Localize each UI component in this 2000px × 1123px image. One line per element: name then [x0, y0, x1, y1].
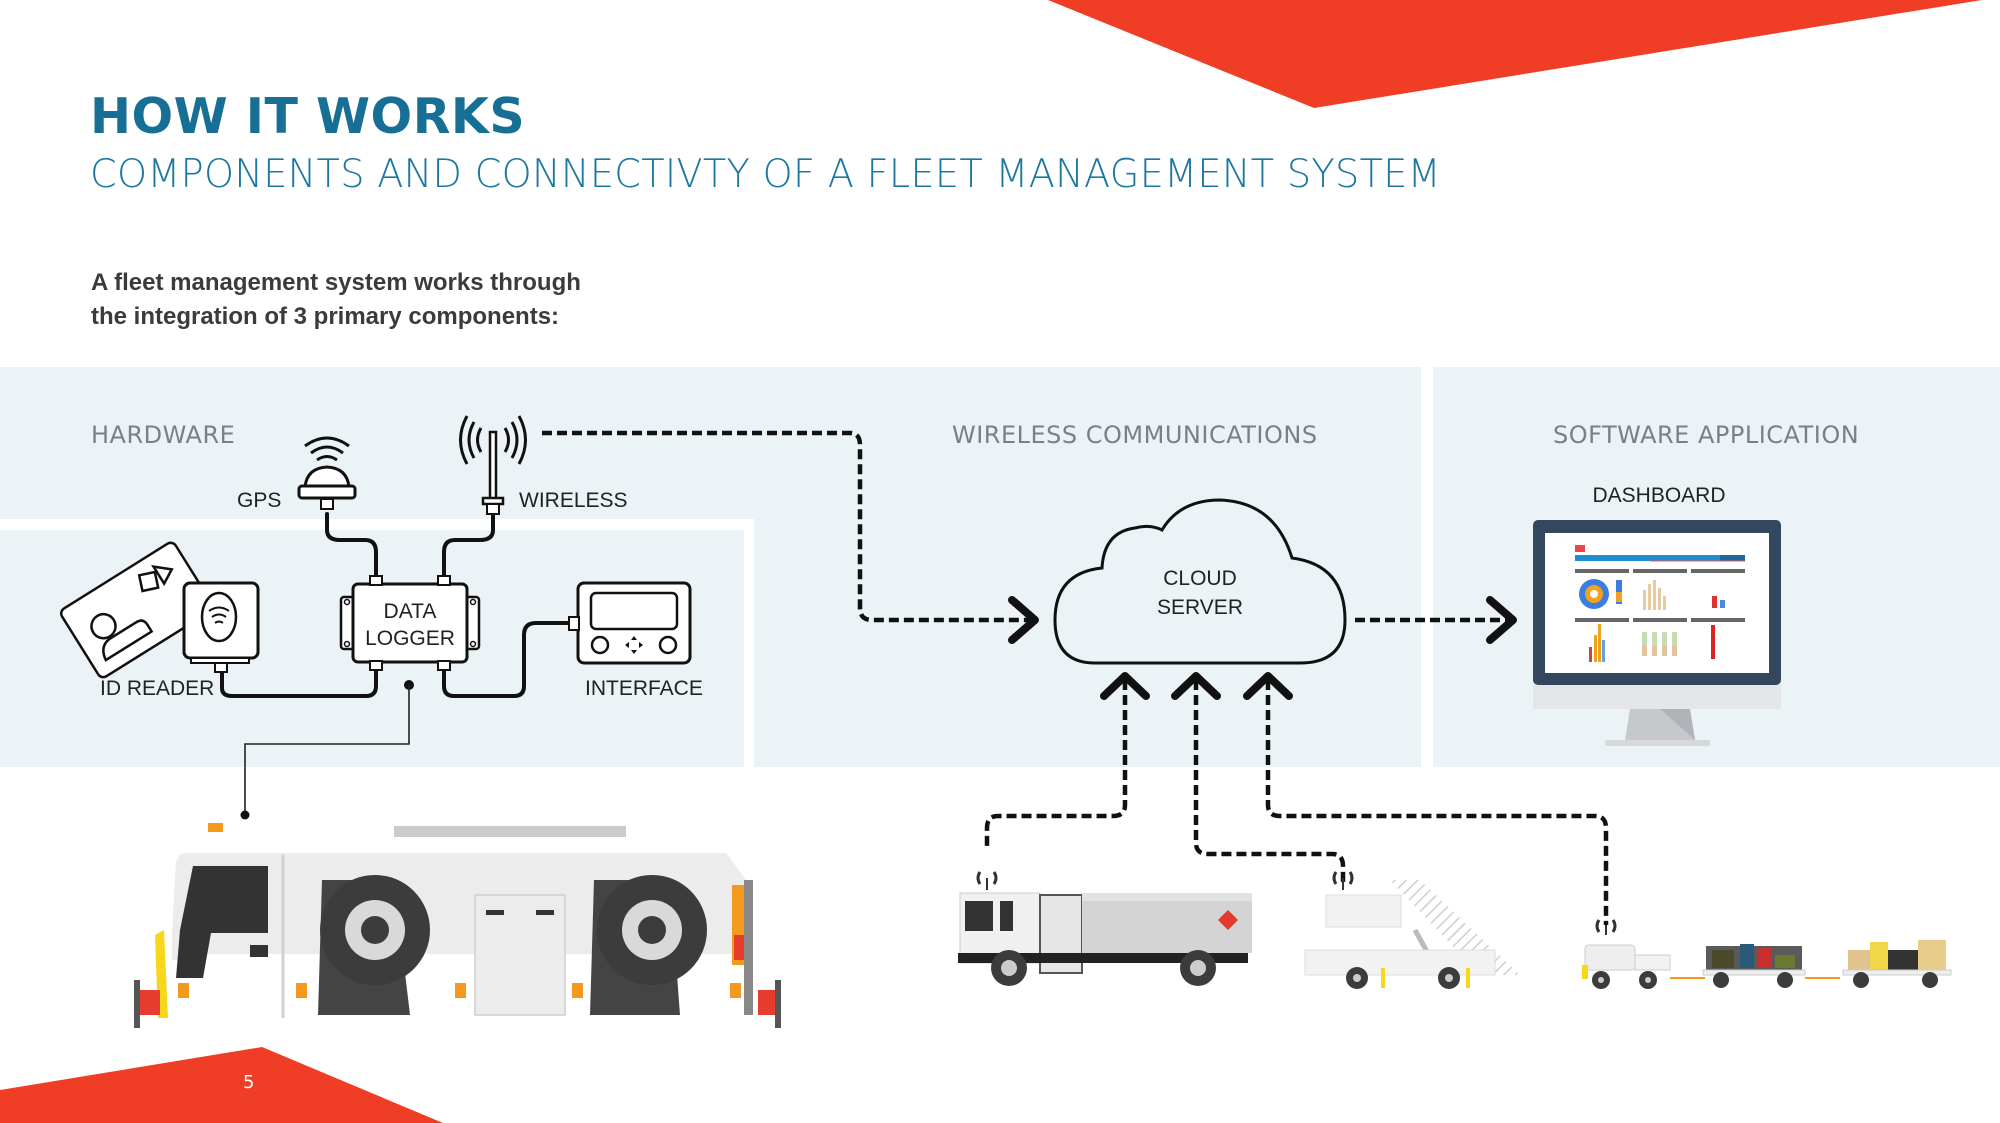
wireless-label: WIRELESS	[519, 489, 628, 512]
fuel-truck-connector	[984, 680, 1128, 847]
wireless-connectors	[542, 430, 1609, 925]
antenna-to-cloud-connector	[542, 430, 1030, 623]
id-reader-cable	[220, 665, 378, 698]
arrow-into-dashboard	[1486, 596, 1517, 644]
dashboard-monitor-icon: DASHBOARD	[1533, 484, 1781, 746]
baggage-tractor-vehicle	[1582, 919, 1705, 989]
wireless-antenna-icon	[459, 415, 527, 515]
page-subtitle: COMPONENTS AND CONNECTIVTY OF A FLEET MA…	[90, 152, 1441, 197]
interface-label: INTERFACE	[585, 677, 703, 700]
data-logger-icon: DATA LOGGER	[339, 575, 481, 671]
baggage-tractor-connector	[1265, 680, 1609, 925]
section-label-hardware: HARDWARE	[91, 421, 236, 449]
tug-connection-line	[240, 680, 414, 820]
cloud-server-icon: CLOUD SERVER	[1053, 498, 1347, 665]
bottom-red-shape	[0, 1047, 443, 1123]
interface-cable	[442, 621, 572, 698]
connector-arrows	[1008, 596, 1517, 700]
data-logger-label-line2: LOGGER	[365, 627, 455, 650]
section-label-wireless: WIRELESS COMMUNICATIONS	[952, 421, 1318, 449]
intro-line-2: the integration of 3 primary components:	[91, 303, 560, 330]
top-red-shape	[1048, 0, 1982, 108]
stairs-truck-connector	[1193, 680, 1346, 884]
intro-text: A fleet management system works through …	[91, 266, 691, 334]
arrow-up-2	[1171, 672, 1221, 700]
id-card-icon	[59, 541, 214, 679]
arrow-into-cloud	[1008, 596, 1039, 644]
gps-icon	[297, 436, 357, 510]
page-number: 5	[243, 1072, 255, 1093]
arrow-up-1	[1100, 672, 1150, 700]
arrow-up-3	[1243, 672, 1293, 700]
cloud-label-line2: SERVER	[1157, 596, 1243, 619]
intro-line-1: A fleet management system works through	[91, 269, 581, 296]
aircraft-tug-vehicle	[134, 823, 781, 1028]
section-label-software: SOFTWARE APPLICATION	[1553, 421, 1860, 449]
id-reader-label: ID READER	[100, 677, 214, 700]
baggage-cart-1	[1702, 944, 1840, 988]
data-logger-label-line1: DATA	[384, 600, 437, 623]
baggage-cart-2	[1842, 940, 1952, 988]
hardware-cables	[220, 512, 572, 698]
page-title: HOW IT WORKS	[90, 88, 526, 145]
interface-display-icon	[568, 581, 692, 665]
gps-label: GPS	[237, 489, 281, 512]
dashboard-label: DASHBOARD	[1592, 484, 1725, 507]
stairs-truck-vehicle	[1304, 871, 1520, 989]
cloud-label-line1: CLOUD	[1163, 567, 1237, 590]
id-reader-icon	[182, 581, 260, 673]
gps-cable	[325, 512, 378, 580]
fuel-truck-vehicle	[958, 871, 1252, 986]
wireless-cable	[442, 512, 495, 580]
